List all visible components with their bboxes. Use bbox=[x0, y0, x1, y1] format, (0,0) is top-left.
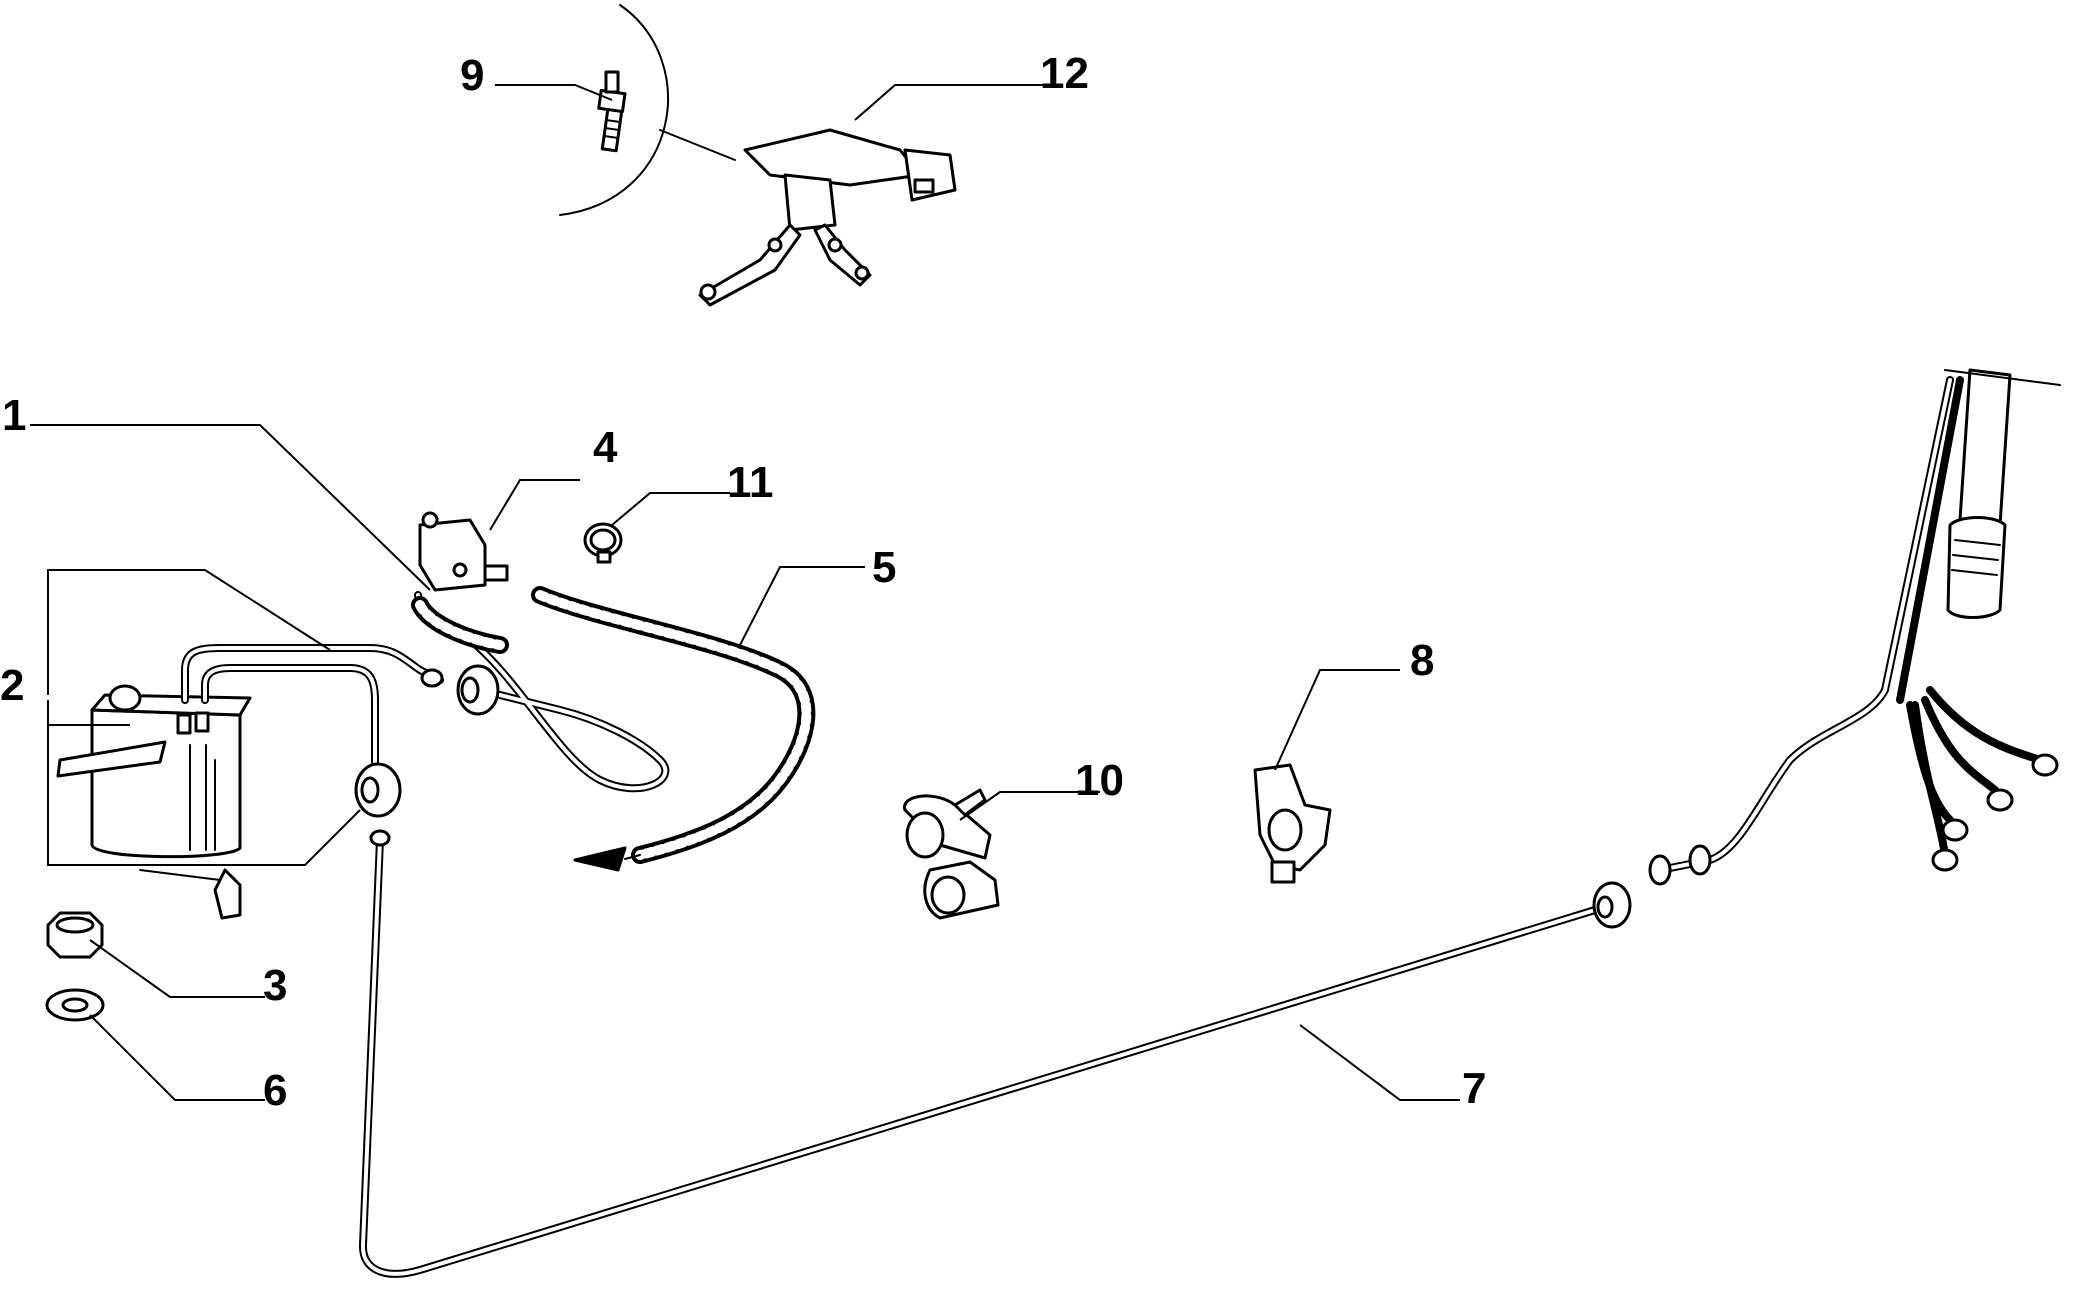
part-4-valve[interactable] bbox=[418, 511, 509, 592]
callout-5: 5 bbox=[872, 543, 896, 592]
leader-lines bbox=[30, 84, 1460, 1101]
part-3-nut[interactable] bbox=[46, 911, 104, 959]
callout-8: 8 bbox=[1410, 636, 1434, 685]
part-6-washer[interactable] bbox=[45, 988, 105, 1022]
part-11-clamp[interactable] bbox=[583, 522, 623, 564]
callout-4: 4 bbox=[593, 423, 618, 472]
part-9-bolt[interactable] bbox=[597, 70, 627, 153]
part-2-canister[interactable] bbox=[56, 684, 252, 920]
callout-10: 10 bbox=[1075, 756, 1124, 805]
callout-9: 9 bbox=[460, 51, 484, 100]
part-7-fuel-pipe[interactable] bbox=[354, 762, 1632, 1278]
part-1-tube-set[interactable] bbox=[181, 591, 670, 793]
callout-12: 12 bbox=[1040, 49, 1089, 98]
part-8-clip[interactable] bbox=[1253, 763, 1332, 884]
callout-labels: 9 12 1 4 11 5 8 2 10 3 6 7 bbox=[0, 49, 1486, 1115]
callout-3: 3 bbox=[263, 961, 287, 1010]
part-10-clip[interactable] bbox=[903, 788, 1000, 920]
callout-1: 1 bbox=[2, 391, 26, 440]
part-12-bracket[interactable] bbox=[559, 4, 957, 307]
callout-11: 11 bbox=[727, 458, 774, 507]
callout-7: 7 bbox=[1462, 1064, 1486, 1113]
callout-2: 2 bbox=[0, 661, 24, 710]
fuel-line-bundle[interactable] bbox=[1648, 368, 2061, 886]
part-5-hose[interactable] bbox=[531, 586, 816, 872]
callout-6: 6 bbox=[263, 1066, 287, 1115]
